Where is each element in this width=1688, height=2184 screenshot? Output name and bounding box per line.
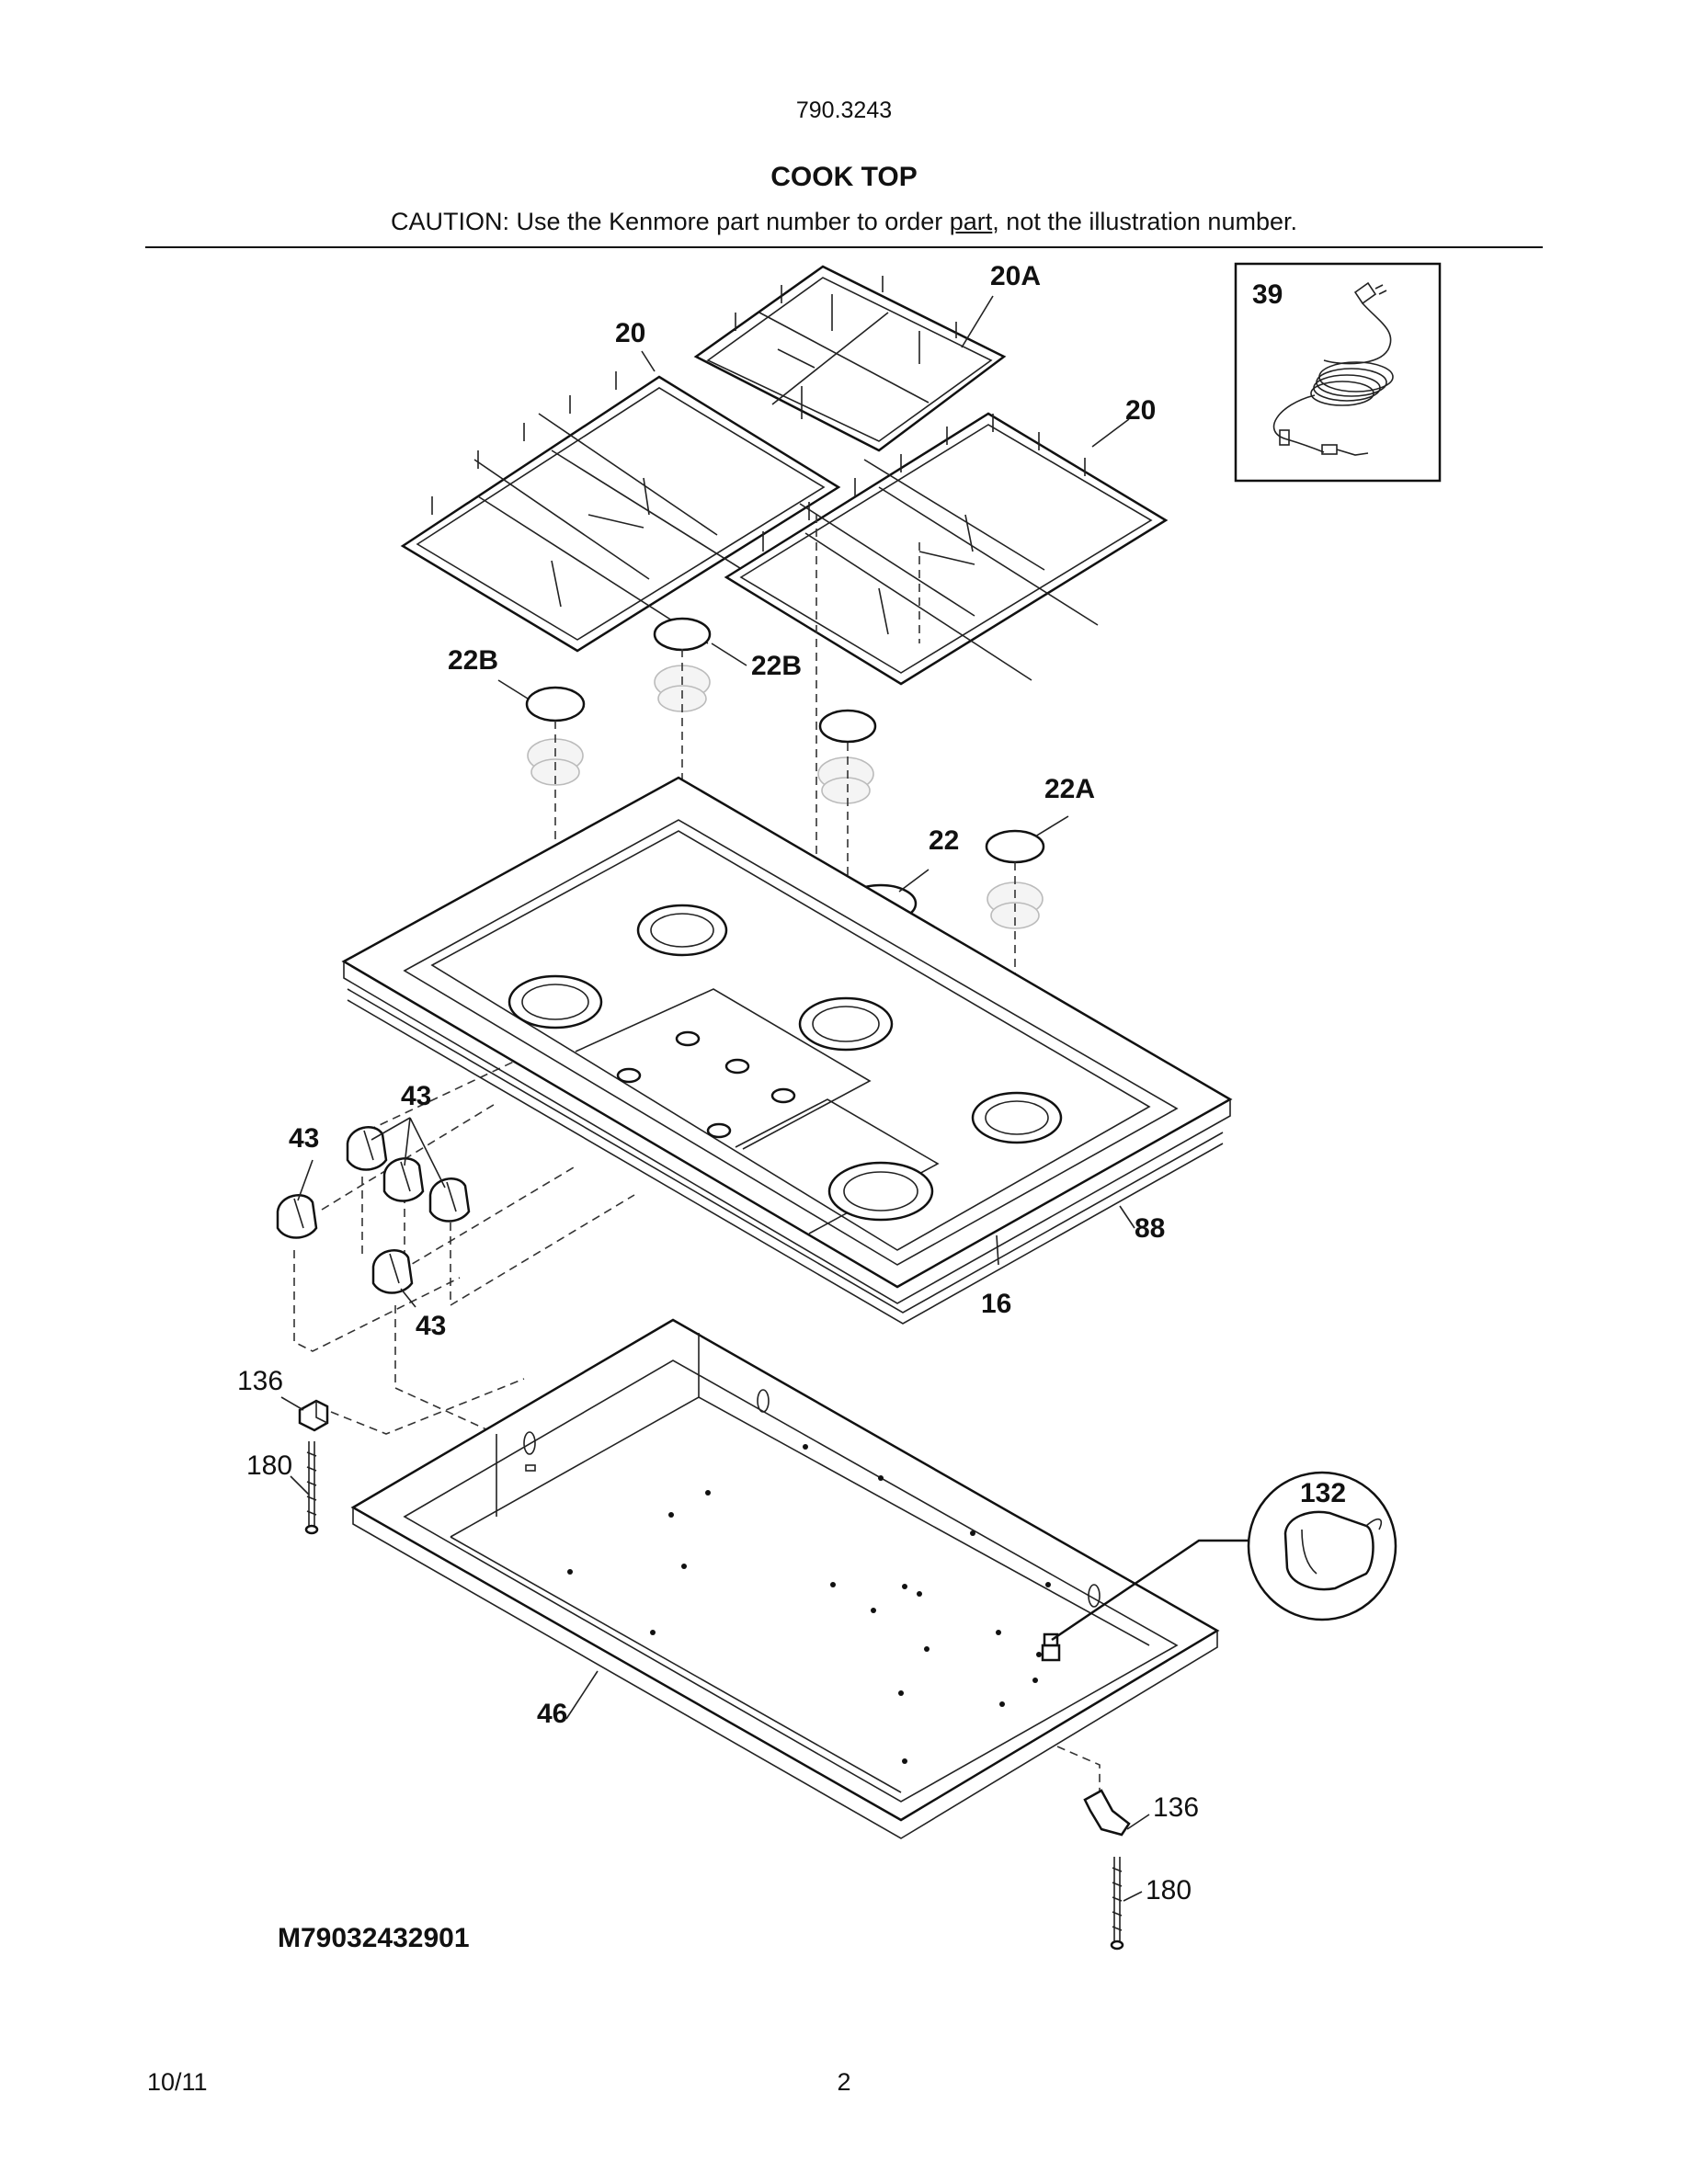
burner-cap-left xyxy=(525,686,586,786)
knob-right xyxy=(428,1177,471,1223)
igniter-detail-inset xyxy=(1051,1471,1397,1642)
callout-screw-left: 180 xyxy=(246,1450,292,1481)
callout-screw-right: 180 xyxy=(1146,1875,1192,1905)
caution-underlined-word: part xyxy=(949,208,993,235)
callout-cap-rear-right: 22A xyxy=(1044,774,1095,804)
callout-igniter: 132 xyxy=(1300,1478,1346,1508)
caution-note: CAUTION: Use the Kenmore part number to … xyxy=(0,208,1688,236)
burner-cap-right-22b xyxy=(817,709,877,804)
callout-cooktop: 16 xyxy=(981,1289,1011,1319)
gasket xyxy=(347,988,1224,1325)
model-number: 790.3243 xyxy=(795,97,893,123)
bracket-left xyxy=(298,1399,329,1432)
box-holes xyxy=(567,1444,1051,1764)
callout-grate-top: 20A xyxy=(990,261,1041,291)
drawing-number: M79032432901 xyxy=(278,1923,470,1953)
grate-left-20 xyxy=(400,371,841,653)
callout-grate-left: 20 xyxy=(615,318,645,348)
page-number: 2 xyxy=(837,2068,851,2096)
knob-middle xyxy=(382,1157,425,1202)
cooktop-burners xyxy=(508,904,1063,1222)
power-cord-icon xyxy=(1272,281,1394,456)
callout-cap-mid: 22B xyxy=(751,651,802,681)
revision-date: 10/11 xyxy=(147,2068,208,2096)
power-cord-inset xyxy=(1234,262,1442,483)
page-title: COOK TOP xyxy=(770,162,918,192)
screw-right xyxy=(1110,1857,1124,1951)
callout-knob-left: 43 xyxy=(289,1123,319,1154)
inset-frame xyxy=(1234,262,1442,483)
screw-left xyxy=(304,1441,319,1535)
igniter-module xyxy=(1041,1632,1061,1662)
burner-cap-22a xyxy=(985,829,1045,929)
callout-knob-lower: 43 xyxy=(416,1311,446,1341)
caution-text-end: , not the illustration number. xyxy=(992,208,1297,235)
header-rule xyxy=(145,246,1543,248)
callout-bracket-right: 136 xyxy=(1153,1792,1199,1823)
burner-box xyxy=(350,1318,1220,1839)
knob-icons xyxy=(276,1126,471,1294)
knob-left-single xyxy=(276,1194,318,1239)
bracket-right xyxy=(1083,1789,1131,1837)
caution-text: CAUTION: Use the Kenmore part number to … xyxy=(391,208,950,235)
callout-power-cord: 39 xyxy=(1252,279,1283,310)
callout-burner-box: 46 xyxy=(537,1699,567,1729)
knob-holes xyxy=(616,1030,796,1139)
knob-lower xyxy=(371,1249,414,1294)
leader-lines xyxy=(280,295,1150,1902)
igniter-icon xyxy=(1283,1510,1383,1591)
callout-knobs-group: 43 xyxy=(401,1081,431,1111)
callout-bracket-left: 136 xyxy=(237,1366,283,1396)
cooktop-main xyxy=(341,776,1233,1304)
callout-cap-left: 22B xyxy=(448,645,498,676)
grate-top-20a xyxy=(693,265,1007,452)
callout-cap-center: 22 xyxy=(929,825,959,856)
knob-upper-left xyxy=(346,1126,388,1171)
callout-grate-right: 20 xyxy=(1125,395,1156,426)
callout-gasket: 88 xyxy=(1135,1213,1165,1244)
grate-right-20 xyxy=(724,412,1169,686)
